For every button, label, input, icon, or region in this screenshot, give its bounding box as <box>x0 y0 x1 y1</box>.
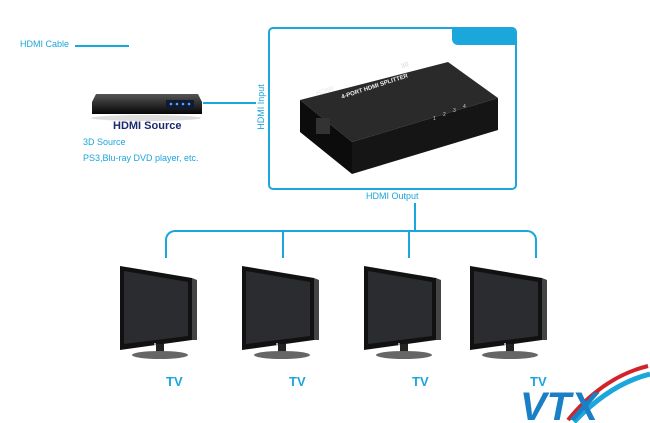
tv-label: TV <box>530 374 547 389</box>
tv-label: TV <box>412 374 429 389</box>
source-line-2: PS3,Blu-ray DVD player, etc. <box>83 153 199 163</box>
svg-text:VTX: VTX <box>520 385 600 423</box>
port-3: 3 <box>453 108 456 114</box>
svg-text:2D: 2D <box>401 61 411 69</box>
splitter-box <box>268 27 517 190</box>
input-cable-line <box>203 102 256 104</box>
tv-2 <box>240 264 320 367</box>
output-drop-3 <box>408 230 410 258</box>
legend-cable-line <box>75 45 129 47</box>
hdmi-splitter-device: 2D HDMI 4-PORT HDMI SPLITTER 1 2 3 4 <box>298 58 508 178</box>
splitter-box-tab <box>452 27 515 45</box>
output-trunk-line <box>414 203 416 231</box>
port-4: 4 <box>463 104 466 110</box>
source-title: HDMI Source <box>113 120 182 132</box>
output-bus <box>165 230 537 258</box>
legend-label: HDMI Cable <box>20 39 70 49</box>
hdmi-output-label: HDMI Output <box>366 191 419 201</box>
port-1: 1 <box>433 116 436 122</box>
hdmi-source-device <box>91 94 202 121</box>
tv-label: TV <box>289 374 306 389</box>
tv-4 <box>468 264 548 367</box>
tv-label: TV <box>166 374 183 389</box>
tv-3 <box>362 264 442 367</box>
vtx-logo: VTX <box>520 364 650 423</box>
hdmi-input-label: HDMI Input <box>256 84 266 130</box>
port-2: 2 <box>443 112 446 118</box>
output-drop-2 <box>282 230 284 258</box>
tv-1 <box>118 264 198 367</box>
source-line-1: 3D Source <box>83 137 126 147</box>
